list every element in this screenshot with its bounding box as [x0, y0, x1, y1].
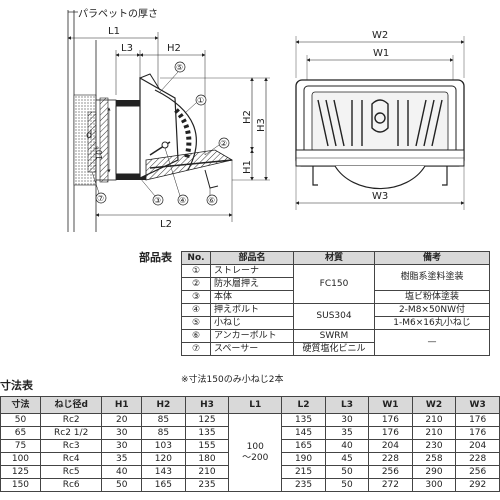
- table-row: ② 防水層押え: [181, 277, 490, 291]
- dim-d: d: [86, 107, 111, 173]
- svg-text:H3: H3: [256, 118, 267, 132]
- drain-body-section: [87, 73, 234, 189]
- svg-text:H1: H1: [242, 160, 253, 174]
- dim-H3: H3: [160, 77, 270, 181]
- table-row: ① ストレーナ FC150 樹脂系塗料塗装: [181, 264, 490, 304]
- front-view: W2 W1 W3: [295, 30, 465, 210]
- callout-1: ①: [197, 96, 204, 105]
- parts-header-no: No.: [181, 251, 211, 265]
- svg-text:H2: H2: [167, 43, 181, 54]
- dim-W1-label: W1: [373, 48, 389, 59]
- dim-L1: L1: [67, 26, 159, 90]
- dim-H2: H2: [242, 77, 254, 151]
- svg-text:L2: L2: [160, 219, 172, 230]
- dim-W3-label: W3: [372, 191, 388, 202]
- callout-2: ②: [220, 139, 227, 148]
- dim-W2-label: W2: [372, 30, 388, 41]
- parapet-thickness-label: パラペットの厚さ: [78, 8, 158, 20]
- angle-10-label: 10°: [95, 146, 104, 160]
- parts-table-title: 部品表: [139, 251, 172, 264]
- parts-note: ※寸法150のみ小ねじ2本: [181, 375, 284, 385]
- dim-L2: L2: [95, 160, 233, 230]
- table-row: ⑥ アンカーボルト SWRM —: [181, 329, 490, 356]
- dim-H1: H1: [242, 149, 254, 181]
- dim-L3: L3: [115, 43, 141, 95]
- callout-7: ⑦: [97, 194, 104, 203]
- drain-assembly-drawing: パラペットの厚さ L1 L3 H2: [67, 8, 465, 232]
- dims-table-title: 寸法表: [0, 379, 33, 392]
- callout-3: ③: [154, 196, 161, 205]
- l1-range-cell: 100 ～200: [228, 413, 283, 492]
- parts-header-row: No. 部品名 材質 備考: [181, 251, 490, 265]
- svg-text:L3: L3: [121, 43, 133, 54]
- svg-text:d: d: [86, 130, 92, 141]
- svg-text:H2: H2: [242, 110, 253, 124]
- callout-4: ④: [179, 196, 186, 205]
- dims-header-row: 寸法 ねじ径d H1 H2 H3 L1 L2 L3 W1 W2 W3: [0, 396, 500, 414]
- callout-6: ⑥: [208, 196, 215, 205]
- svg-text:L1: L1: [108, 26, 120, 37]
- callout-5: ⑤: [176, 63, 183, 72]
- parts-header-material: 材質: [293, 251, 375, 265]
- table-row: ⑦ スペーサー 硬質塩化ビニル: [181, 342, 490, 356]
- table-row: ④ 押えボルト SUS304 2-M8×50NW付: [181, 303, 490, 330]
- callouts: ① ② ③ ④ ⑤ ⑥ ⑦: [91, 61, 230, 206]
- parts-header-remarks: 備考: [374, 251, 490, 265]
- table-row: ③ 本体 塩ビ粉体塗装: [181, 290, 490, 304]
- parts-header-name: 部品名: [210, 251, 294, 265]
- parts-table: No. 部品名 材質 備考 ① ストレーナ FC150 樹脂系塗料塗装 ② 防水…: [181, 251, 490, 356]
